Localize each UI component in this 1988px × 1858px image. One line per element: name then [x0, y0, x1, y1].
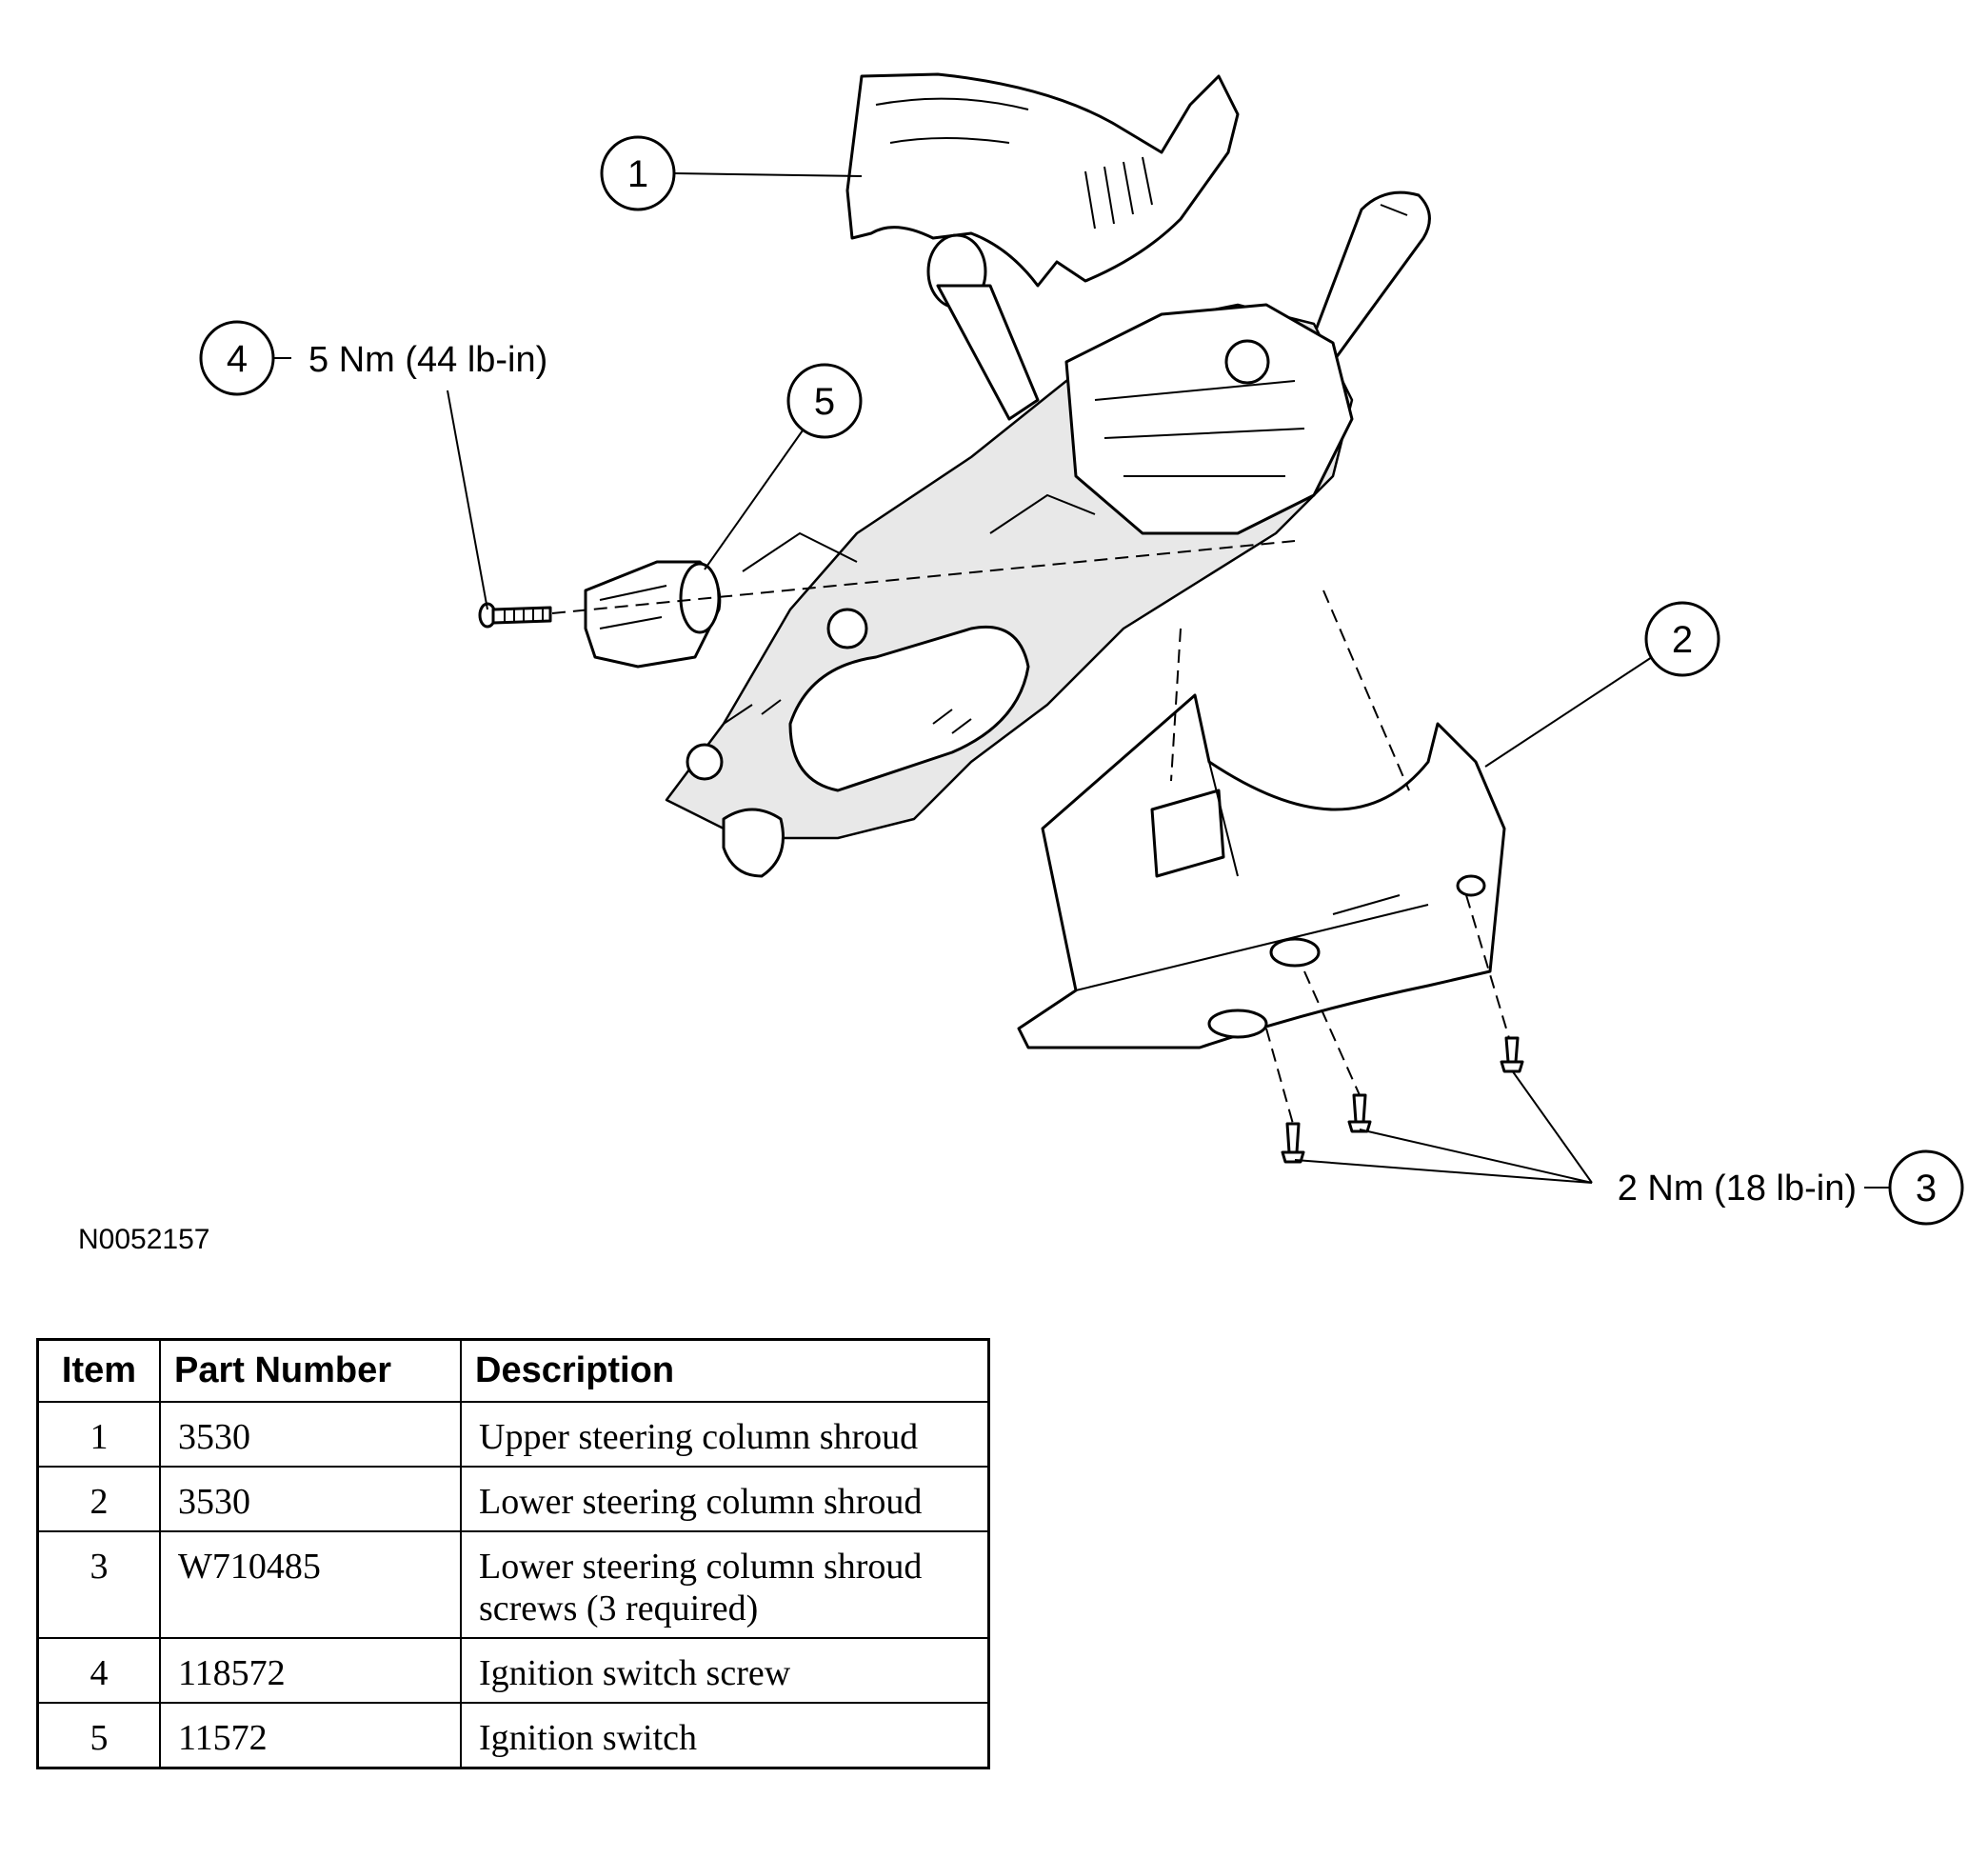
cell-item: 2 [36, 1466, 161, 1532]
cell-item: 4 [36, 1637, 161, 1704]
table-row: 4 118572 Ignition switch screw [36, 1637, 990, 1704]
leader-lines [272, 172, 1893, 1189]
header-description: Description [460, 1338, 990, 1403]
ignition-switch-screw-drawing [478, 602, 552, 629]
assembly-lines [551, 540, 1510, 1125]
cell-part-number: 118572 [159, 1637, 462, 1704]
callout-4: 4 5 Nm (44 lb-in) [199, 320, 547, 396]
callout-1: 1 [600, 135, 676, 211]
callout-number: 4 [227, 338, 248, 380]
callout-2: 2 [1644, 601, 1720, 677]
cell-item: 1 [36, 1401, 161, 1468]
cell-description: Ignition switch [460, 1702, 990, 1769]
cell-part-number: 3530 [159, 1401, 462, 1468]
steering-column-body-drawing [665, 303, 1354, 878]
cell-item: 5 [36, 1702, 161, 1769]
callout-number: 2 [1672, 619, 1693, 661]
cell-description: Ignition switch screw [460, 1637, 990, 1704]
wiper-stalk-drawing [1307, 190, 1431, 364]
callout-5: 5 [786, 363, 863, 439]
cell-part-number: 11572 [159, 1702, 462, 1769]
upper-shroud-drawing [845, 72, 1240, 288]
header-part-number: Part Number [159, 1338, 462, 1403]
callout-number: 5 [814, 381, 835, 423]
table-row: 5 11572 Ignition switch [36, 1702, 990, 1769]
steering-column-exploded-diagram: 1 2 3 2 Nm (18 lb-in) 4 5 Nm (44 lb-in) … [199, 72, 1964, 1226]
cell-item: 3 [36, 1530, 161, 1639]
torque-spec: 5 Nm (44 lb-in) [308, 340, 547, 380]
callout-number: 3 [1916, 1168, 1937, 1209]
torque-spec: 2 Nm (18 lb-in) [1618, 1169, 1857, 1209]
turn-signal-stalk-drawing [926, 233, 1040, 421]
header-item: Item [36, 1338, 161, 1403]
figure-reference-code: N0052157 [78, 1224, 210, 1255]
parts-table: Item Part Number Description 1 3530 Uppe… [36, 1338, 990, 1769]
cell-description: Lower steering column shroud [460, 1466, 990, 1532]
table-row: 1 3530 Upper steering column shroud [36, 1401, 990, 1468]
cell-description: Upper steering column shroud [460, 1401, 990, 1468]
cell-description: Lower steering column shroud screws (3 r… [460, 1530, 990, 1639]
table-row: 3 W710485 Lower steering column shroud s… [36, 1530, 990, 1639]
callout-3: 3 2 Nm (18 lb-in) [1618, 1149, 1964, 1226]
lower-shroud-screws-drawing [1281, 1036, 1524, 1164]
cell-part-number: 3530 [159, 1466, 462, 1532]
ignition-switch-drawing [584, 560, 722, 669]
lower-shroud-drawing [1017, 693, 1506, 1049]
table-row: 2 3530 Lower steering column shroud [36, 1466, 990, 1532]
callout-number: 1 [627, 153, 648, 195]
cell-part-number: W710485 [159, 1530, 462, 1639]
table-header-row: Item Part Number Description [36, 1338, 990, 1403]
